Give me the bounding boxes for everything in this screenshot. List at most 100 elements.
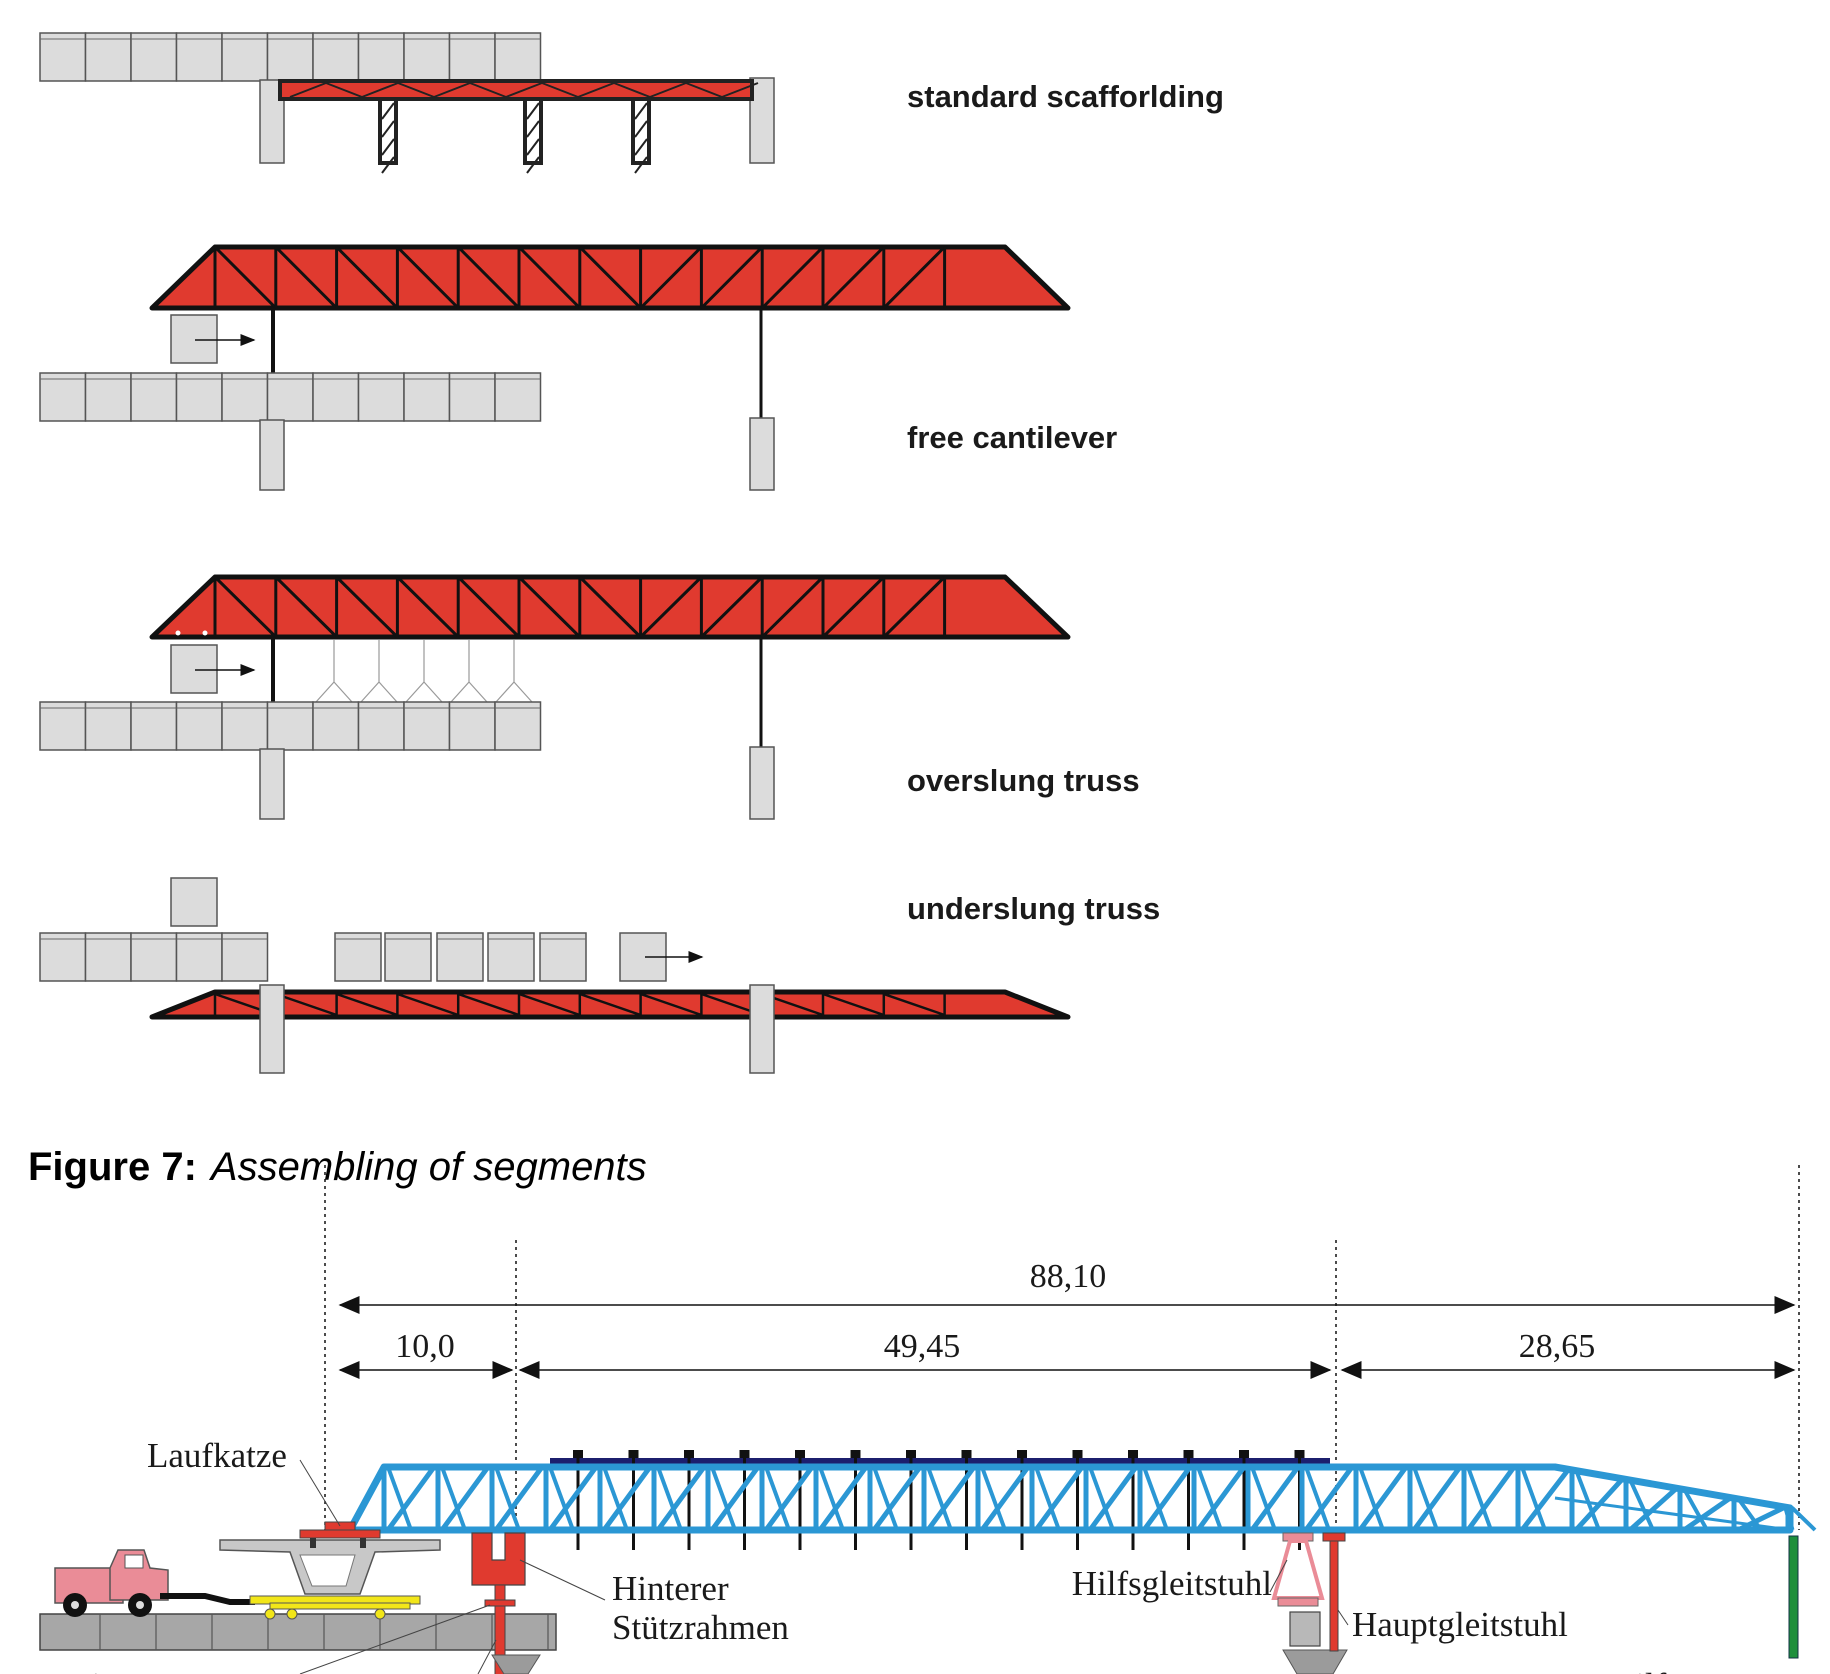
hanger-rail	[550, 1458, 1330, 1464]
hanger	[450, 640, 488, 703]
truss-diagonal	[213, 575, 277, 639]
dim-total-label: 88,10	[1030, 1258, 1107, 1295]
hanger-head	[1017, 1450, 1027, 1458]
truss-diagonal	[709, 1465, 761, 1532]
hanger	[315, 640, 353, 703]
pier-left	[259, 748, 285, 820]
deck-segment	[494, 372, 542, 422]
deck-segment	[221, 32, 269, 82]
segment-stacked	[170, 877, 218, 927]
deck-segment	[130, 932, 178, 982]
caption-number: Figure 7:	[28, 1145, 197, 1189]
truss-diagonal	[518, 992, 581, 1017]
deck-segment	[266, 701, 314, 751]
dim-front-label: 28,65	[1519, 1328, 1596, 1365]
truss-diagonal	[1574, 1469, 1601, 1531]
leader-laufkatze	[299, 1459, 341, 1527]
truss-diagonal	[817, 1465, 869, 1532]
tower-brace	[381, 120, 395, 138]
scaffold-towers	[378, 97, 651, 174]
truss-diagonal	[655, 1465, 707, 1532]
panel-standard-scaffolding: standard scafforlding	[39, 32, 1224, 174]
deck-segment	[334, 932, 382, 982]
truss-diagonal	[1141, 1465, 1193, 1532]
truss-diagonal	[1142, 1466, 1169, 1531]
deck-segment	[494, 701, 542, 751]
truss-diagonal	[639, 245, 703, 310]
deck-segment	[448, 32, 496, 82]
truss-diagonal	[882, 575, 946, 639]
hanger	[405, 640, 443, 703]
truss-diagonal	[1682, 1496, 1732, 1533]
deck-segments	[39, 32, 542, 82]
truss-diagonal	[763, 1465, 815, 1532]
dim-rear-label: 10,0	[395, 1328, 455, 1365]
deck-segment	[39, 32, 87, 82]
truss-diagonal	[579, 992, 642, 1017]
truss-diagonal	[700, 245, 764, 310]
hanger-head	[1294, 1450, 1305, 1458]
truss-diagonal	[274, 245, 338, 310]
pier-right	[749, 417, 775, 491]
truss-diagonal	[926, 1466, 953, 1531]
deck-segment	[221, 701, 269, 751]
truss-diagonal	[336, 992, 398, 1017]
launching-girder-drawing: 88,10 10,0 49,45 28,65	[39, 1165, 1817, 1674]
figure-caption: Figure 7: Assembling of segments	[28, 1145, 647, 1189]
tower-brace	[381, 138, 395, 156]
truss-diagonal	[761, 245, 825, 310]
truss-diagonal	[1628, 1478, 1655, 1531]
hanger-head	[1183, 1450, 1194, 1458]
truss-diagonal	[1196, 1466, 1223, 1531]
deck-segment	[266, 372, 314, 422]
tower-brace	[526, 138, 540, 156]
deck-segment	[494, 32, 542, 82]
deck-segment	[403, 372, 451, 422]
label-laufkatze: Laufkatze	[147, 1436, 287, 1475]
deck-segments	[39, 372, 542, 422]
leader-hilfsgleitstuhl	[1269, 1559, 1288, 1593]
leader-lower-2	[477, 1639, 497, 1674]
tower-brace	[634, 102, 648, 120]
truss-diagonal	[1034, 1466, 1061, 1531]
panel-underslung-truss: underslung truss	[39, 877, 1160, 1074]
hanger-head	[961, 1450, 972, 1458]
label-hilfsgleitstuhl: Hilfsgleitstuhl	[1072, 1564, 1273, 1603]
deck-segment	[175, 932, 223, 982]
deck-segment	[384, 932, 432, 982]
pier-right	[749, 746, 775, 820]
tower-brace	[381, 102, 395, 120]
deck-segment	[312, 701, 360, 751]
hanger-head	[906, 1450, 916, 1458]
truss-diagonal	[822, 992, 885, 1017]
deck-segment	[539, 932, 587, 982]
auxiliary-sliding-bearing	[1271, 1532, 1348, 1674]
scaffold-beam	[278, 79, 759, 101]
truss-diagonal	[578, 245, 642, 310]
truss-diagonal	[1736, 1505, 1786, 1533]
deck-segment	[130, 372, 178, 422]
deck-segment	[312, 32, 360, 82]
deck-joints	[99, 1614, 549, 1650]
hanger-head	[1128, 1450, 1138, 1458]
deck-segment	[84, 701, 132, 751]
truss-diagonal	[1088, 1466, 1115, 1531]
deck-segment	[403, 32, 451, 82]
truss-diagonal	[601, 1465, 653, 1532]
truss-diagonal	[457, 575, 521, 639]
deck-segment	[312, 372, 360, 422]
pulley	[175, 630, 181, 636]
label-hilfsstuetze-cut: Hilfsstü	[1610, 1666, 1721, 1674]
label-hauptgleitstuhl: Hauptgleitstuhl	[1352, 1605, 1568, 1644]
deck-segment	[175, 701, 223, 751]
pier-right	[749, 984, 775, 1074]
truss-diagonal	[517, 575, 581, 639]
truss-diagonal	[396, 245, 460, 310]
truss-chord-outline	[346, 1463, 1794, 1534]
truss-diagonal	[494, 1466, 521, 1531]
truss-diagonal	[493, 1465, 545, 1532]
beam-diagonal	[577, 82, 615, 98]
truss-diagonal	[1087, 1465, 1139, 1532]
dimension-lines	[324, 1165, 1800, 1530]
truss-diagonal	[818, 1466, 845, 1531]
